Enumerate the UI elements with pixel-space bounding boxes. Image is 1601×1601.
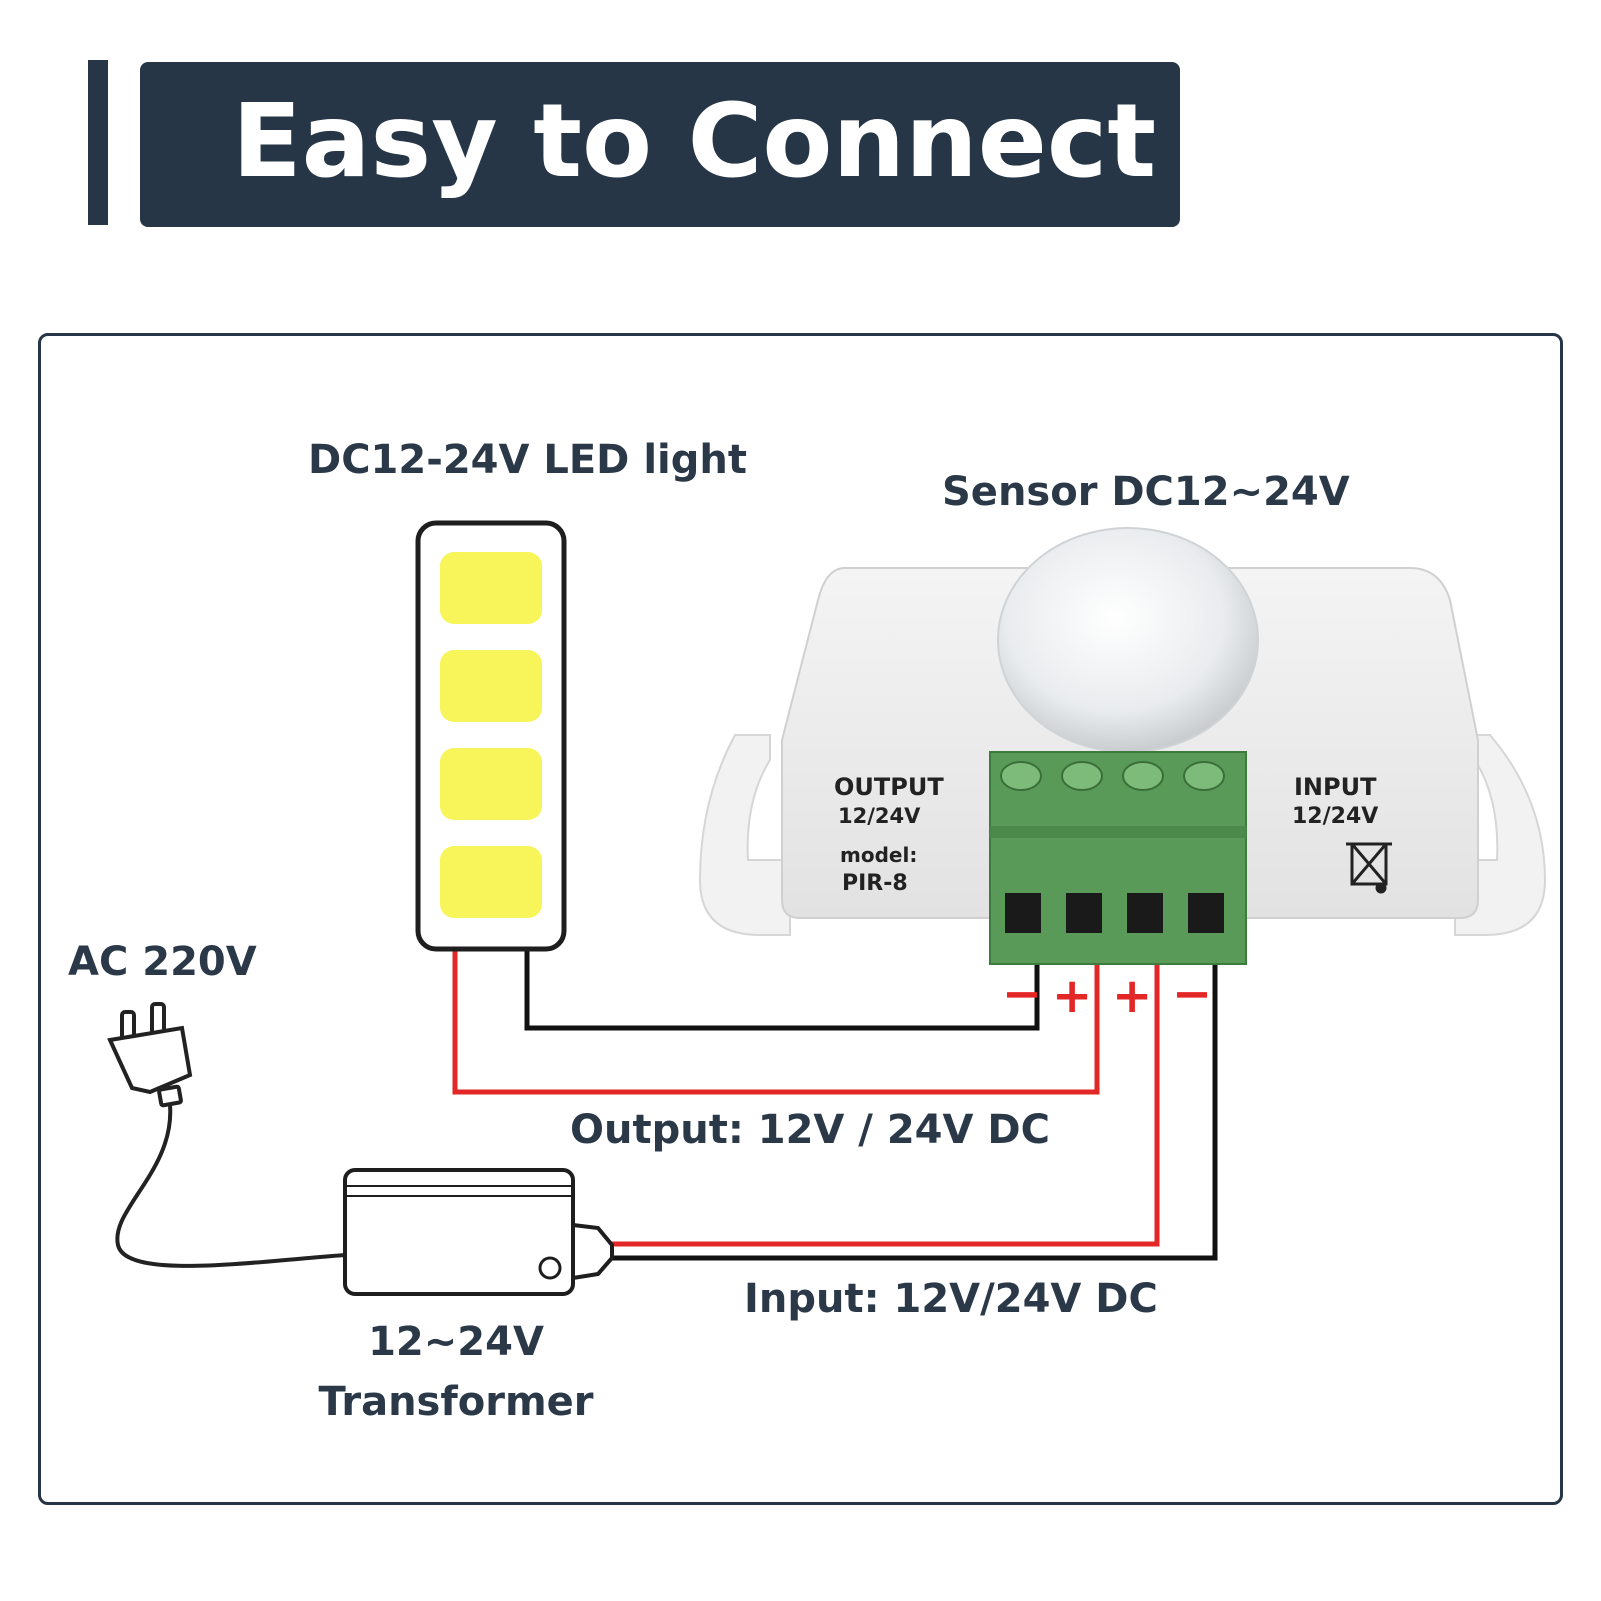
pir-dome (997, 527, 1259, 753)
led-strip-icon (415, 520, 567, 952)
led-chip (440, 748, 542, 820)
device-output-label: OUTPUT (834, 773, 944, 801)
input-label: Input: 12V/24V DC (744, 1276, 1158, 1322)
wire-led-positive (452, 930, 1100, 1095)
wires (115, 930, 1218, 1268)
device-input-voltage: 12/24V (1292, 804, 1378, 829)
device-output-voltage: 12/24V (838, 804, 921, 828)
transformer-label-line2: Transformer (318, 1379, 593, 1425)
title-banner: Easy to Connect (140, 62, 1180, 227)
terminal-sign: − (1002, 966, 1042, 1022)
device-input-label: INPUT (1294, 773, 1377, 801)
wire-led-negative (524, 930, 1040, 1031)
led-light-label: DC12-24V LED light (308, 437, 747, 483)
power-plug-icon (107, 1002, 193, 1108)
title-accent-bar (88, 60, 108, 225)
page-title: Easy to Connect (232, 82, 1157, 201)
led-chip (440, 846, 542, 918)
output-label: Output: 12V / 24V DC (570, 1107, 1050, 1153)
terminal-sign: − (1172, 966, 1212, 1022)
wire-input-positive (610, 930, 1160, 1247)
wire-input-negative (610, 930, 1218, 1261)
terminal-slots (1005, 893, 1224, 933)
led-chip (440, 650, 542, 722)
ac-cable (115, 1104, 346, 1268)
transformer-icon (343, 1168, 614, 1296)
terminal-sign: + (1112, 968, 1152, 1024)
diagram-panel (38, 333, 1563, 1505)
terminal-signs: − + + − (1002, 966, 1212, 1024)
recycle-bin-icon (1346, 842, 1392, 894)
terminal-sign: + (1052, 968, 1092, 1024)
led-chip (440, 552, 542, 624)
device-model-value: PIR-8 (842, 871, 908, 896)
transformer-label-line1: 12~24V (368, 1319, 544, 1365)
sensor-module-icon: OUTPUT 12/24V model: PIR-8 INPUT 12/24V (698, 527, 1547, 965)
sensor-ear-left (698, 734, 791, 936)
sensor-label: Sensor DC12~24V (942, 469, 1350, 515)
device-model-label: model: (840, 843, 917, 867)
ac-label: AC 220V (68, 939, 257, 985)
terminal-screws (1000, 761, 1225, 791)
